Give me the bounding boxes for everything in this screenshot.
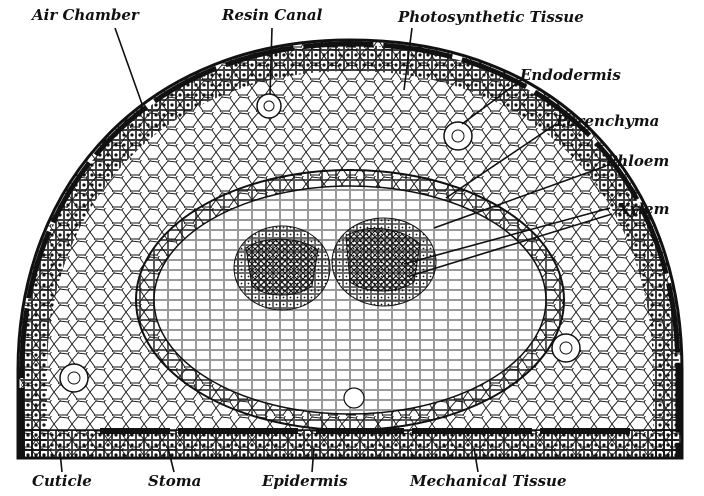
label-epidermis: Epidermis — [262, 474, 348, 489]
vascular-bundle-left — [234, 226, 330, 310]
label-cuticle: Cuticle — [32, 474, 92, 489]
label-parenchyma: Parenchyma — [556, 114, 659, 129]
resin-canal — [552, 334, 580, 362]
label-air-chamber: Air Chamber — [32, 8, 139, 23]
resin-canal — [444, 122, 472, 150]
label-photosynthetic-tissue: Photosynthetic Tissue — [398, 10, 584, 25]
resin-canal — [257, 94, 281, 118]
label-stoma: Stoma — [148, 474, 201, 489]
resin-canal — [344, 388, 364, 408]
label-phloem: Phloem — [606, 154, 669, 169]
label-xylem: Xylem — [618, 202, 669, 217]
bottom-epidermis — [18, 428, 682, 458]
label-endodermis: Endodermis — [520, 68, 621, 83]
label-mechanical-tissue: Mechanical Tissue — [410, 474, 566, 489]
label-resin-canal: Resin Canal — [222, 8, 322, 23]
resin-canal — [60, 364, 88, 392]
vascular-bundle-right — [332, 218, 436, 306]
